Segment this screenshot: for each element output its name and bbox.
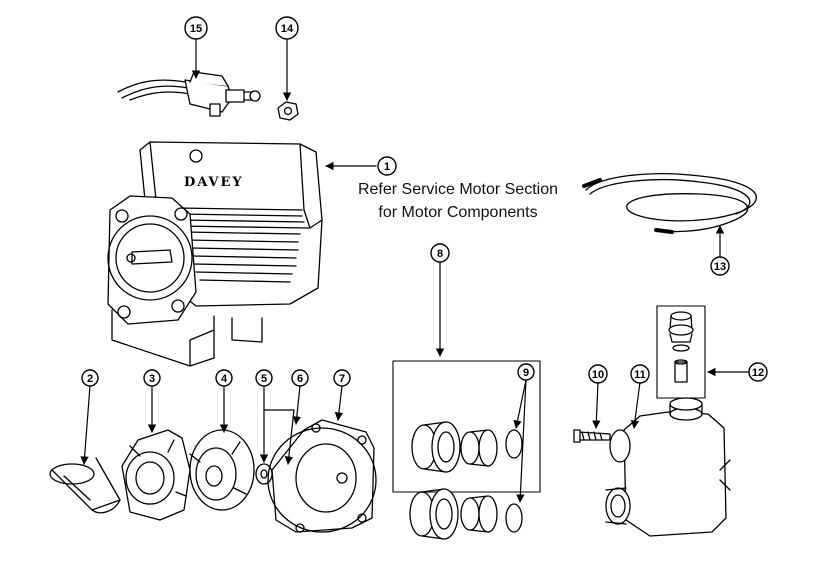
callout-6: 6 bbox=[291, 369, 309, 387]
callout-12-label: 12 bbox=[752, 367, 764, 379]
callout-11-label: 11 bbox=[634, 369, 646, 381]
impeller-part bbox=[189, 429, 255, 511]
callout-10: 10 bbox=[588, 364, 608, 384]
callout-8-label: 8 bbox=[437, 248, 443, 260]
nut-part bbox=[277, 101, 299, 121]
priming-plug-part bbox=[668, 311, 694, 383]
callout-1-label: 1 bbox=[384, 161, 390, 173]
motor-note-line-2: for Motor Components bbox=[378, 204, 538, 221]
callout-13: 13 bbox=[710, 256, 730, 276]
callout-15-label: 15 bbox=[190, 23, 202, 35]
pump-body-part bbox=[605, 397, 731, 537]
callout-6-label: 6 bbox=[297, 373, 303, 385]
callout-3: 3 bbox=[143, 369, 161, 387]
motor-note-line-1: Refer Service Motor Section bbox=[357, 181, 559, 198]
diffuser-part bbox=[49, 457, 121, 514]
callout-13-label: 13 bbox=[714, 261, 726, 273]
callout-15: 15 bbox=[184, 16, 208, 40]
callout-14-label: 14 bbox=[281, 23, 294, 35]
callout-5: 5 bbox=[255, 369, 273, 387]
priming-plug-box bbox=[656, 305, 706, 399]
callout-12: 12 bbox=[748, 362, 768, 382]
o-ring-part bbox=[505, 429, 523, 533]
callout-2-label: 2 bbox=[87, 373, 93, 385]
callout-4-label: 4 bbox=[221, 373, 228, 385]
callout-10-label: 10 bbox=[592, 369, 604, 381]
callout-11: 11 bbox=[630, 364, 650, 384]
callout-3-label: 3 bbox=[149, 373, 155, 385]
union-kit-box bbox=[392, 360, 541, 493]
pressure-switch-part bbox=[117, 71, 261, 117]
callout-1: 1 bbox=[377, 156, 397, 176]
callouts: 15 14 1 13 8 12 2 3 bbox=[81, 16, 768, 387]
callout-14: 14 bbox=[275, 16, 299, 40]
callout-4: 4 bbox=[215, 369, 233, 387]
callout-2: 2 bbox=[81, 369, 99, 387]
motor-part bbox=[107, 141, 323, 367]
callout-5-label: 5 bbox=[261, 373, 267, 385]
callout-7: 7 bbox=[333, 369, 351, 387]
cable-part bbox=[582, 173, 758, 234]
diffuser-plate-part bbox=[121, 429, 191, 521]
callout-9: 9 bbox=[517, 363, 535, 381]
union-part bbox=[409, 421, 498, 540]
callout-8: 8 bbox=[430, 243, 450, 263]
callout-9-label: 9 bbox=[523, 367, 529, 379]
callout-7-label: 7 bbox=[339, 373, 345, 385]
bolt-part bbox=[573, 429, 611, 443]
brand-label: DAVEY bbox=[184, 175, 244, 190]
backplate-part bbox=[267, 419, 377, 533]
